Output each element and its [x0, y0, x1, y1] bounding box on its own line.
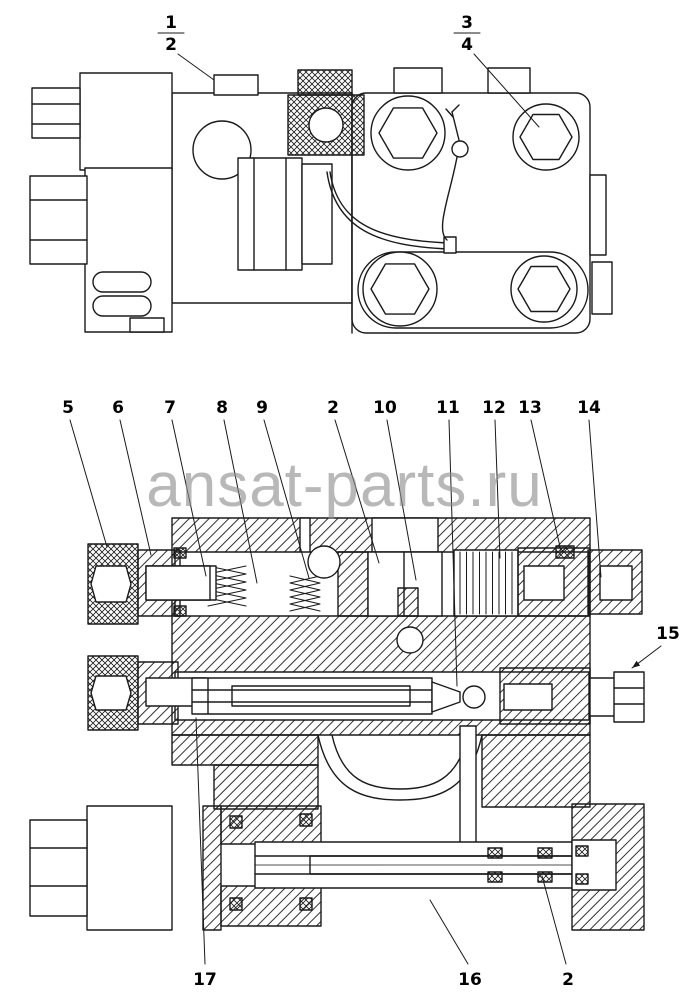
callout-14: 14 — [577, 398, 601, 418]
callout-13: 13 — [518, 398, 542, 418]
callout-2: 2 — [165, 35, 177, 55]
left-upper-fitting — [87, 543, 217, 625]
spring-secondary — [289, 575, 321, 612]
callout-11: 11 — [436, 398, 460, 418]
needle-valve — [431, 681, 461, 713]
callout-6: 6 — [112, 398, 124, 418]
callout-2-bottom: 2 — [562, 970, 574, 990]
detent-ball — [307, 545, 341, 579]
callout-9: 9 — [256, 398, 268, 418]
callout-16: 16 — [458, 970, 482, 990]
pilot-orifice — [396, 626, 424, 654]
right-lower-plug — [499, 667, 645, 725]
left-top-block — [31, 72, 173, 171]
right-edge-bosses — [589, 174, 613, 315]
section-view — [29, 517, 645, 931]
callout-4: 4 — [461, 35, 473, 55]
exterior-view — [29, 67, 613, 334]
callout-7: 7 — [164, 398, 176, 418]
center-bore-circle — [192, 120, 252, 180]
check-ball — [462, 685, 486, 709]
callout-1: 1 — [165, 13, 177, 33]
callout-5: 5 — [62, 398, 74, 418]
bottom-left-block — [29, 805, 173, 931]
bottom-actuator — [202, 803, 645, 931]
callout-17: 17 — [193, 970, 217, 990]
callout-2-mid: 2 — [327, 398, 339, 418]
upper-right-plug — [517, 545, 643, 617]
callout-8: 8 — [216, 398, 228, 418]
port-circle-hex-bottom-right — [510, 255, 578, 323]
port-circle-hex-top-left — [370, 95, 446, 171]
callout-12: 12 — [482, 398, 506, 418]
spool — [191, 677, 433, 715]
callout-10: 10 — [373, 398, 397, 418]
crosshatched-plug-top — [287, 69, 365, 156]
leader-lines — [69, 32, 662, 965]
lower-body — [171, 734, 591, 810]
left-bottom-block — [29, 167, 173, 333]
drain-tube — [326, 156, 458, 254]
top-ports — [213, 67, 531, 96]
center-gland-nut — [237, 157, 333, 271]
port-circle-hex-top-right — [512, 103, 580, 171]
callout-labels: 1 2 3 4 5 6 7 8 9 2 10 11 12 13 14 15 17… — [62, 13, 680, 990]
coil-spring-front — [453, 549, 519, 617]
callout-15: 15 — [656, 624, 680, 644]
callout-3: 3 — [461, 13, 473, 33]
cotter-pin — [445, 104, 469, 158]
